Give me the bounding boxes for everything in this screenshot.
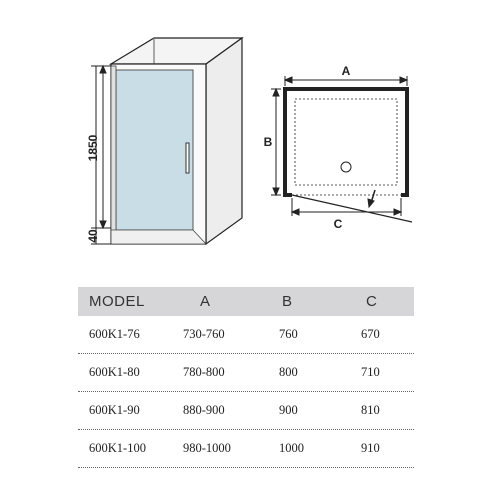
- cell-c: 670: [361, 327, 380, 341]
- cell-model: 600K1-80: [89, 365, 140, 379]
- cell-a: 980-1000: [183, 441, 231, 455]
- shower-door-drawing: 1850 40 A B: [86, 36, 413, 246]
- dimension-b: [271, 87, 281, 197]
- cell-c: 710: [361, 365, 380, 379]
- door-glass: [115, 69, 194, 231]
- cell-model: 600K1-90: [89, 403, 140, 417]
- height-label-base: 40: [86, 229, 100, 243]
- table-header: MODEL A B C: [78, 287, 414, 316]
- cell-b: 900: [279, 403, 298, 417]
- perspective-view: [108, 36, 244, 246]
- table-row: 600K1-76 730-760 760 670: [78, 316, 414, 354]
- header-b: B: [282, 293, 293, 310]
- plan-view: [283, 87, 413, 223]
- cell-c: 910: [361, 441, 380, 455]
- plan-label-width: A: [342, 64, 351, 78]
- cell-a: 780-800: [183, 365, 225, 379]
- dimension-c: [290, 198, 403, 216]
- dimension-a: [283, 76, 409, 86]
- cell-model: 600K1-100: [89, 441, 146, 455]
- drain-icon: [340, 161, 352, 173]
- plan-label-depth: B: [264, 135, 273, 149]
- cell-b: 760: [279, 327, 298, 341]
- header-model: MODEL: [89, 293, 145, 310]
- cell-a: 880-900: [183, 403, 225, 417]
- header-a: A: [200, 293, 211, 310]
- cell-b: 800: [279, 365, 298, 379]
- door-handle: [185, 142, 190, 174]
- plan-label-opening: C: [334, 217, 343, 231]
- cell-model: 600K1-76: [89, 327, 140, 341]
- header-c: C: [366, 293, 378, 310]
- cell-b: 1000: [279, 441, 304, 455]
- height-label-main: 1850: [86, 134, 100, 161]
- table-row: 600K1-90 880-900 900 810: [78, 392, 414, 430]
- table-row: 600K1-80 780-800 800 710: [78, 354, 414, 392]
- cell-c: 810: [361, 403, 380, 417]
- size-table: MODEL A B C 600K1-76 730-760 760 670 600…: [78, 287, 414, 468]
- height-dimension: [91, 64, 111, 245]
- cell-a: 730-760: [183, 327, 225, 341]
- table-row: 600K1-100 980-1000 1000 910: [78, 430, 414, 468]
